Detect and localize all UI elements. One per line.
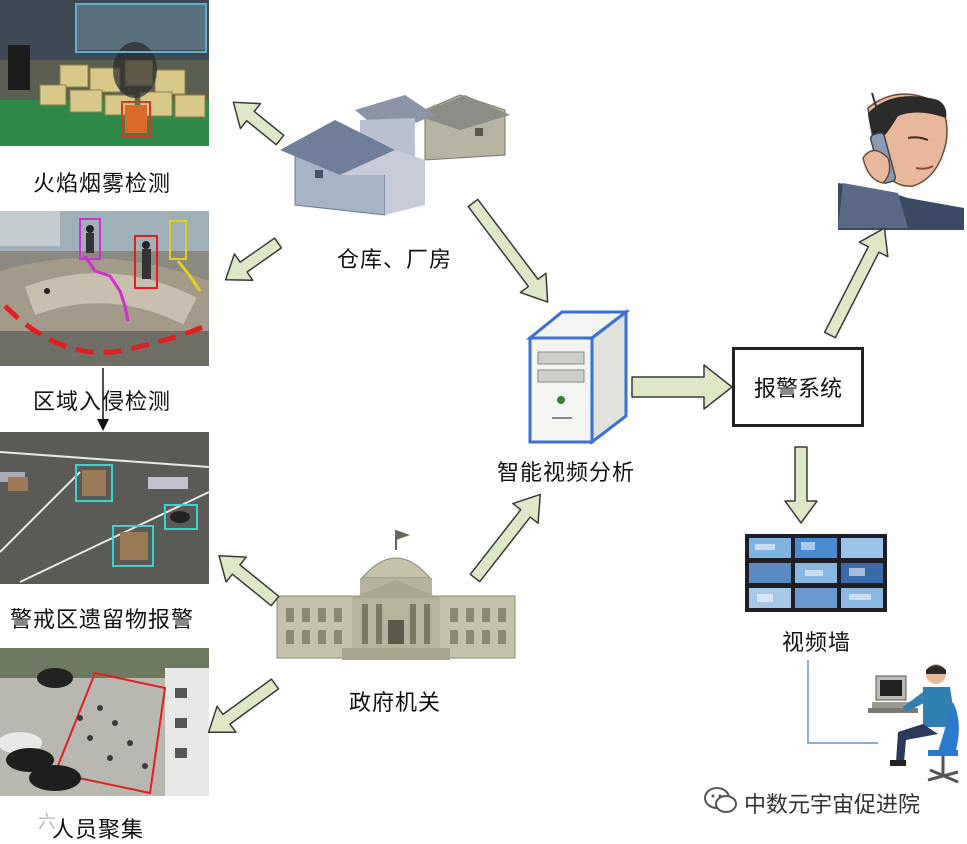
arrow-warehouse-to-server xyxy=(467,198,549,303)
arrow-server-to-alarm xyxy=(631,364,733,410)
arrow-to-crowd xyxy=(207,678,280,733)
intrusion-detection-image xyxy=(0,211,209,366)
left-object-label: 警戒区遗留物报警 xyxy=(10,608,195,633)
arrow-alarm-to-video-wall xyxy=(784,446,818,524)
arrow-government-to-server xyxy=(469,493,542,583)
video-wall-label: 视频墙 xyxy=(782,631,852,656)
watermark-account: 中数元宇宙促进院 xyxy=(744,793,921,818)
watermark-stamp: 六 xyxy=(38,812,56,833)
wechat-icon xyxy=(704,786,738,816)
intrusion-detection-label: 区域入侵检测 xyxy=(33,390,172,415)
arrow-to-intrusion xyxy=(224,237,283,281)
video-wall-icon xyxy=(745,534,887,612)
crowd-gathering-image xyxy=(0,648,209,796)
arrow-to-fire xyxy=(232,101,285,146)
server-icon xyxy=(522,308,634,446)
warehouse-label: 仓库、厂房 xyxy=(337,248,453,273)
operator-icon xyxy=(868,662,967,787)
fire-detection-label: 火焰烟雾检测 xyxy=(33,172,172,197)
analysis-label: 智能视频分析 xyxy=(497,461,636,486)
alarm-system-box: 报警系统 xyxy=(732,347,864,427)
government-building-icon xyxy=(272,528,520,663)
fire-detection-image xyxy=(0,0,209,146)
phone-caller-icon xyxy=(838,88,964,230)
left-object-image xyxy=(0,432,209,584)
government-label: 政府机关 xyxy=(349,691,442,716)
arrow-alarm-to-caller xyxy=(823,227,889,339)
arrow-to-left-object xyxy=(218,554,280,607)
crowd-gathering-label: 人员聚集 xyxy=(52,818,145,843)
warehouse-icon xyxy=(275,90,515,220)
